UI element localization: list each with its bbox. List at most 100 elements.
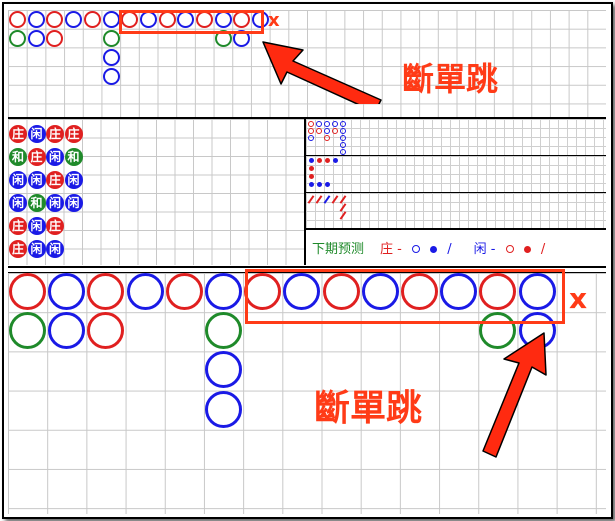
- annotation-label-top: 斷單跳: [402, 60, 499, 98]
- banker-marker: [83, 11, 101, 28]
- top-big-road: [8, 10, 606, 119]
- derived-roads-panel: 下期预测 庄 - / 闲 - /: [306, 119, 606, 265]
- banker-marker: [165, 273, 203, 310]
- player-marker: [205, 351, 242, 389]
- small-road: [306, 156, 606, 193]
- bead-player: 闲: [64, 171, 83, 189]
- small-road-marker: [325, 158, 330, 163]
- slash-icon: /: [540, 241, 546, 257]
- player-marker: [102, 11, 120, 28]
- small-road-marker: [325, 182, 330, 187]
- banker-marker: [87, 273, 125, 310]
- bead-player: 闲: [46, 194, 64, 212]
- player-marker: [48, 312, 86, 350]
- big-eye-marker: [332, 128, 338, 134]
- small-road-marker: [309, 158, 314, 163]
- big-eye-marker: [332, 121, 338, 127]
- arrow-icon: [262, 41, 382, 104]
- player-marker: [102, 67, 120, 85]
- cockroach-road: [306, 193, 606, 229]
- tie-marker: [9, 312, 46, 350]
- x-mark-bottom: x: [569, 282, 588, 315]
- annotation-label-bottom: 斷單跳: [314, 388, 423, 429]
- tie-marker: [205, 312, 242, 350]
- bead-player: 闲: [27, 125, 46, 143]
- highlight-box-bottom: [245, 269, 565, 324]
- slash-icon: /: [447, 241, 452, 257]
- player-marker: [205, 273, 242, 310]
- small-road-marker: [309, 182, 314, 187]
- player-marker: [283, 273, 321, 310]
- banker-marker: [479, 273, 517, 310]
- x-mark-top: x: [268, 10, 280, 31]
- small-road-marker: [317, 182, 322, 187]
- next-round-forecast: 下期预测 庄 - / 闲 - /: [306, 229, 606, 264]
- small-road-marker: [309, 174, 314, 179]
- big-eye-marker: [308, 135, 314, 141]
- player-marker: [126, 273, 164, 310]
- player-marker: [205, 390, 242, 428]
- player-marker: [102, 49, 120, 66]
- big-eye-marker: [340, 128, 346, 134]
- player-marker: [27, 11, 45, 28]
- player-marker: [48, 273, 86, 310]
- big-eye-marker: [340, 149, 346, 155]
- tie-marker: [102, 30, 120, 47]
- tie-marker: [479, 312, 517, 350]
- highlight-box-top: [119, 10, 264, 34]
- banker-marker: [9, 273, 46, 310]
- hollow-circle-icon: [505, 245, 514, 253]
- bead-player: 闲: [46, 148, 64, 166]
- big-eye-road: [306, 119, 606, 156]
- bead-banker: 庄: [9, 217, 27, 235]
- big-eye-marker: [324, 135, 330, 141]
- player-marker: [440, 273, 478, 310]
- bead-player: 闲: [46, 240, 64, 258]
- player-marker: [65, 11, 83, 28]
- bead-banker: 庄: [9, 125, 27, 143]
- banker-marker: [46, 30, 64, 47]
- bead-banker: 庄: [46, 171, 64, 189]
- bead-tie: 和: [9, 148, 27, 166]
- forecast-banker-button[interactable]: 庄 - /: [380, 238, 452, 257]
- bead-player: 闲: [9, 194, 27, 212]
- banker-marker: [9, 11, 26, 28]
- player-marker: [361, 273, 399, 310]
- player-marker: [27, 30, 45, 47]
- bead-banker: 庄: [27, 148, 46, 166]
- forecast-player-button[interactable]: 闲 - /: [474, 238, 546, 257]
- bead-banker: 庄: [9, 240, 27, 258]
- bead-player: 闲: [9, 171, 27, 189]
- big-eye-marker: [316, 128, 322, 134]
- bead-road: 庄闲庄庄和庄闲和闲闲庄闲闲和闲闲庄闲庄庄闲闲: [8, 119, 306, 265]
- big-eye-marker: [316, 121, 322, 127]
- forecast-label: 下期预测: [312, 241, 365, 257]
- small-road-marker: [333, 158, 338, 163]
- banker-marker: [87, 312, 125, 350]
- bead-banker: 庄: [46, 217, 64, 235]
- big-eye-marker: [324, 121, 330, 127]
- arrow-icon: [482, 332, 547, 458]
- bead-player: 闲: [27, 240, 46, 258]
- forecast-player-label: 闲 -: [473, 241, 496, 257]
- bead-player: 闲: [27, 171, 46, 189]
- small-road-marker: [309, 166, 314, 171]
- dot-icon: [430, 245, 438, 253]
- bead-player: 闲: [64, 194, 83, 212]
- banker-marker: [401, 273, 438, 310]
- bead-tie: 和: [64, 148, 83, 166]
- bead-tie: 和: [27, 194, 46, 212]
- big-eye-marker: [340, 135, 346, 141]
- dot-icon: [523, 245, 531, 253]
- big-eye-marker: [308, 121, 314, 127]
- tie-marker: [9, 30, 26, 47]
- bead-banker: 庄: [64, 125, 83, 143]
- banker-marker: [322, 273, 360, 310]
- hollow-circle-icon: [411, 245, 420, 253]
- big-eye-marker: [340, 121, 346, 127]
- small-road-marker: [317, 158, 322, 163]
- big-eye-marker: [324, 128, 330, 134]
- banker-marker: [46, 11, 64, 28]
- forecast-banker-label: 庄 -: [380, 241, 402, 257]
